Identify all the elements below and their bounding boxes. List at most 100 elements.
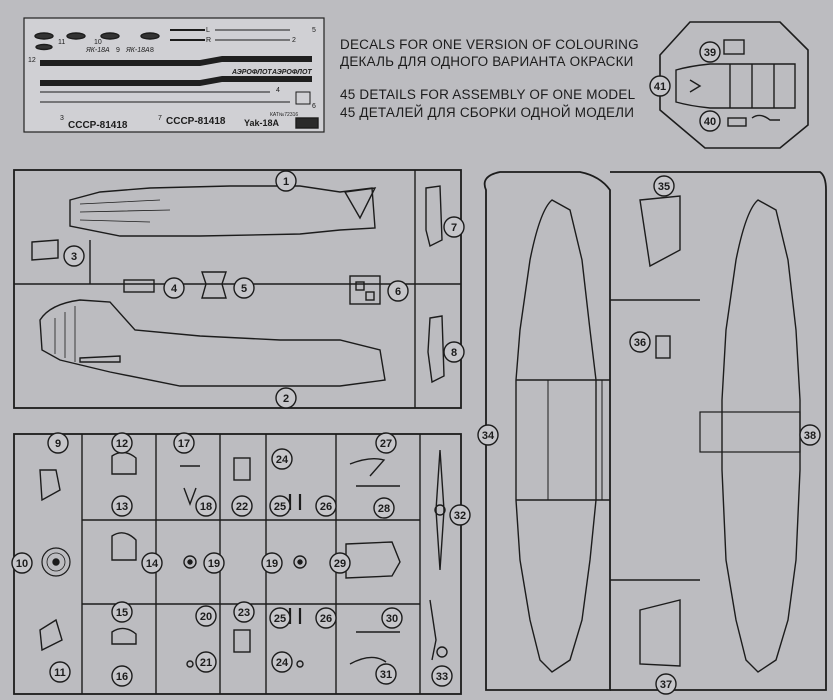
decal-num-3: 3	[60, 115, 64, 122]
part-number-36: 37	[660, 679, 672, 691]
part-callout-circle	[195, 495, 217, 517]
part-number-33: 34	[482, 430, 495, 442]
part-callout-circle	[649, 75, 671, 97]
part-number-8: 9	[55, 438, 61, 450]
part-number-9: 10	[16, 558, 28, 570]
part-number-5: 6	[395, 286, 401, 298]
decal-yak-2: ЯК-18А	[125, 47, 150, 54]
part-number-19: 20	[200, 611, 212, 623]
part-callout-circle	[111, 665, 133, 687]
part-number-18: 19	[266, 558, 278, 570]
header-line-decals-en: DECALS FOR ONE VERSION OF COLOURING	[340, 37, 639, 52]
part-callout-circle	[195, 651, 217, 673]
part-callout-circle	[315, 495, 337, 517]
part-number-7: 8	[451, 347, 457, 359]
part-number-31: 32	[454, 510, 466, 522]
header-line-details-ru: 45 ДЕТАЛЕЙ ДЛЯ СБОРКИ ОДНОЙ МОДЕЛИ	[340, 105, 635, 120]
part-callout-circle	[63, 245, 85, 267]
decal-num-4: 4	[276, 87, 280, 94]
part-number-35: 36	[634, 337, 646, 349]
part-number-30: 31	[380, 669, 392, 681]
decal-aeroflot-1: АЭРОФЛОТ	[231, 69, 272, 76]
part-number-25: 26	[320, 613, 332, 625]
part-number-28: 29	[334, 558, 346, 570]
small-parts-sprue	[13, 433, 462, 695]
part-callout-circle	[261, 552, 283, 574]
part-number-27: 28	[378, 503, 390, 515]
decal-model: Yak-18A	[244, 118, 280, 128]
part-number-18: 19	[208, 558, 220, 570]
part-number-14: 15	[116, 607, 128, 619]
part-number-23: 24	[276, 657, 289, 669]
cockpit-sprue	[659, 21, 809, 149]
part-callout-circle	[655, 673, 677, 695]
part-callout-circle	[163, 277, 185, 299]
header-line-decals-ru: ДЕКАЛЬ ДЛЯ ОДНОГО ВАРИАНТА ОКРАСКИ	[340, 54, 634, 69]
part-callout-circle	[375, 663, 397, 685]
part-callout-circle	[799, 424, 821, 446]
part-callout-circle	[449, 504, 471, 526]
part-number-21: 22	[236, 501, 248, 513]
part-callout-circle	[375, 432, 397, 454]
part-callout-circle	[315, 607, 337, 629]
decal-num-11: 11	[58, 39, 65, 46]
part-callout-circle	[373, 497, 395, 519]
part-number-40: 41	[654, 81, 666, 93]
decal-catalog: КАТ№72316	[270, 112, 298, 118]
part-callout-circle	[387, 280, 409, 302]
part-number-23: 24	[276, 454, 289, 466]
decal-R: R	[206, 37, 211, 44]
decal-sheet	[23, 17, 325, 133]
decal-num-2: 2	[292, 37, 296, 44]
part-number-39: 40	[704, 116, 716, 128]
part-callout-circle	[49, 661, 71, 683]
part-number-25: 26	[320, 501, 332, 513]
part-callout-circle	[699, 41, 721, 63]
decal-aeroflot-2: АЭРОФЛОТ	[271, 69, 312, 76]
part-callout-circle	[111, 432, 133, 454]
part-number-2: 3	[71, 251, 77, 263]
part-number-10: 11	[54, 667, 66, 679]
part-callout-circle	[269, 607, 291, 629]
part-number-24: 25	[274, 613, 286, 625]
part-callout-circle	[381, 607, 403, 629]
part-callout-circle	[11, 552, 33, 574]
part-callout-circle	[275, 387, 297, 409]
part-callout-circle	[275, 170, 297, 192]
part-callout-circle	[111, 601, 133, 623]
part-callout-circle	[699, 110, 721, 132]
header-line-details-en: 45 DETAILS FOR ASSEMBLY OF ONE MODEL	[340, 87, 636, 102]
part-number-11: 12	[116, 438, 128, 450]
decal-registration-2: СССР-81418	[166, 116, 226, 127]
part-callout-circle	[443, 341, 465, 363]
part-number-37: 38	[804, 430, 816, 442]
part-callout-circle	[203, 552, 225, 574]
decal-num-8: 8	[150, 47, 154, 54]
part-number-0: 1	[283, 176, 289, 188]
part-number-22: 23	[238, 607, 250, 619]
part-number-38: 39	[704, 47, 716, 59]
part-callout-circle	[173, 432, 195, 454]
decal-num-10: 10	[94, 39, 102, 46]
part-callout-circle	[111, 495, 133, 517]
part-number-15: 16	[116, 671, 128, 683]
part-callout-circle	[195, 605, 217, 627]
part-number-12: 13	[116, 501, 128, 513]
part-callout-circle	[653, 175, 675, 197]
part-number-4: 5	[241, 283, 247, 295]
part-number-6: 7	[451, 222, 457, 234]
fuselage-sprue	[13, 169, 462, 409]
part-callout-circle	[271, 448, 293, 470]
part-number-26: 27	[380, 438, 392, 450]
part-callout-circle	[271, 651, 293, 673]
decal-num-12: 12	[28, 57, 36, 64]
part-number-13: 14	[146, 558, 159, 570]
decal-num-5: 5	[312, 27, 316, 34]
part-number-20: 21	[200, 657, 212, 669]
decal-num-7: 7	[158, 115, 162, 122]
part-number-34: 35	[658, 181, 670, 193]
part-callout-circle	[141, 552, 163, 574]
part-number-24: 25	[274, 501, 286, 513]
